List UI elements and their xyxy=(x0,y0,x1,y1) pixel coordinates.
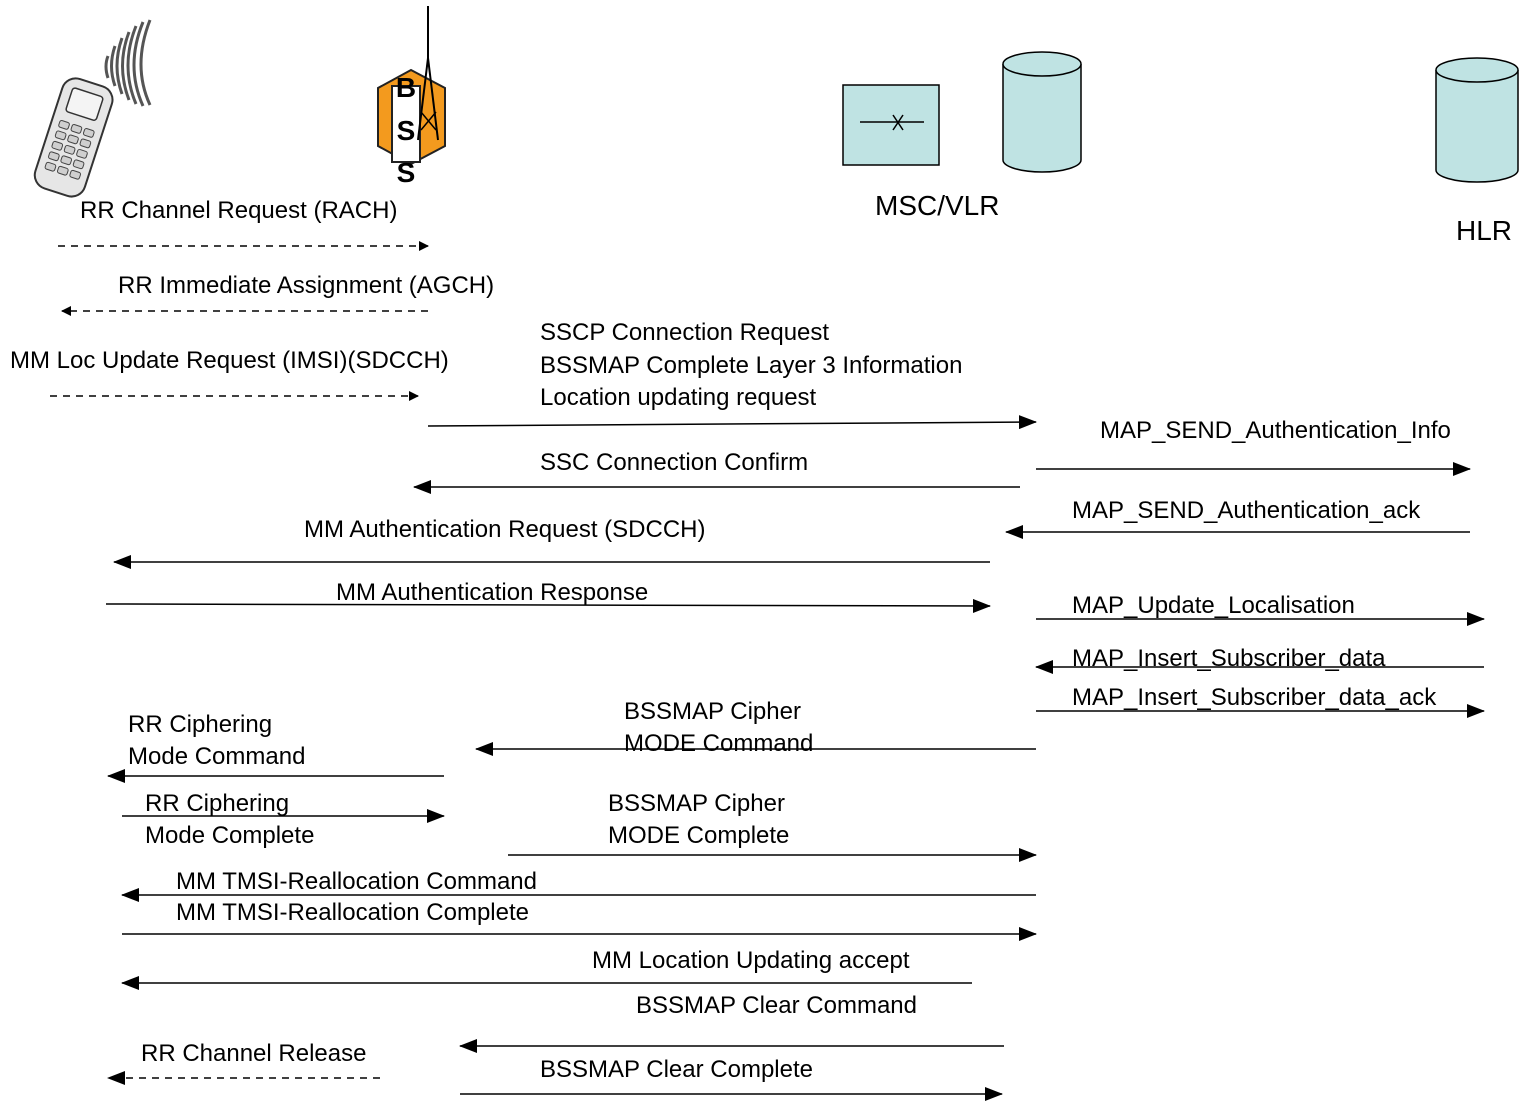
hlr-database-icon xyxy=(1435,57,1519,183)
msg-rach: RR Channel Request (RACH) xyxy=(80,197,398,224)
msc-vlr-label: MSC/VLR xyxy=(875,190,1000,221)
msg-rr-ciph-cmp-1: RR Ciphering xyxy=(145,790,290,817)
msg-sccp-2: BSSMAP Complete Layer 3 Information xyxy=(540,352,963,379)
msg-rr-ciph-cmd-2: Mode Command xyxy=(128,743,306,770)
msg-sccp-3: Location updating request xyxy=(540,384,817,411)
msg-bssmap-ciph-cmp-1: BSSMAP Cipher xyxy=(608,790,785,817)
bss-letter-s2: S xyxy=(397,157,416,188)
bss-letter-b: B xyxy=(396,72,416,103)
msg-clear-cmp: BSSMAP Clear Complete xyxy=(540,1056,813,1083)
bss-tower-icon xyxy=(377,6,446,166)
vlr-database-icon xyxy=(1002,51,1082,173)
msg-map-update: MAP_Update_Localisation xyxy=(1072,592,1355,619)
msg-ssc-confirm: SSC Connection Confirm xyxy=(540,449,809,476)
msg-chan-release: RR Channel Release xyxy=(141,1040,367,1067)
msg-map-insert: MAP_Insert_Subscriber_data xyxy=(1072,645,1386,672)
msg-tmsi-cmp: MM TMSI-Reallocation Complete xyxy=(176,899,530,926)
msg-loc-update: MM Loc Update Request (IMSI)(SDCCH) xyxy=(10,347,449,374)
msg-loc-accept: MM Location Updating accept xyxy=(592,947,910,974)
arrow-mm-auth-resp xyxy=(105,598,991,613)
msg-map-auth-ack: MAP_SEND_Authentication_ack xyxy=(1072,497,1421,524)
arrow-sccp-request xyxy=(427,415,1037,430)
msg-mm-auth-resp: MM Authentication Response xyxy=(336,579,649,606)
msg-bssmap-ciph-cmp-2: MODE Complete xyxy=(608,822,790,849)
msg-map-auth-info: MAP_SEND_Authentication_Info xyxy=(1100,417,1451,444)
hlr-label: HLR xyxy=(1456,215,1513,246)
msg-rr-ciph-cmd-1: RR Ciphering xyxy=(128,711,273,738)
msg-mm-auth-req: MM Authentication Request (SDCCH) xyxy=(304,516,706,543)
msg-agch: RR Immediate Assignment (AGCH) xyxy=(118,272,495,299)
msg-bssmap-ciph-cmd-2: MODE Command xyxy=(624,730,814,757)
msg-clear-cmd: BSSMAP Clear Command xyxy=(636,992,917,1019)
msg-bssmap-ciph-cmd-1: BSSMAP Cipher xyxy=(624,698,801,725)
msg-map-insert-ack: MAP_Insert_Subscriber_data_ack xyxy=(1072,684,1437,711)
msg-tmsi-cmd: MM TMSI-Reallocation Command xyxy=(176,868,537,895)
msg-sccp-1: SSCP Connection Request xyxy=(540,319,830,346)
mobile-phone-icon xyxy=(33,19,152,198)
bss-letter-s1: S xyxy=(397,115,416,146)
msc-switch-icon xyxy=(842,84,940,166)
msg-rr-ciph-cmp-2: Mode Complete xyxy=(145,822,315,849)
